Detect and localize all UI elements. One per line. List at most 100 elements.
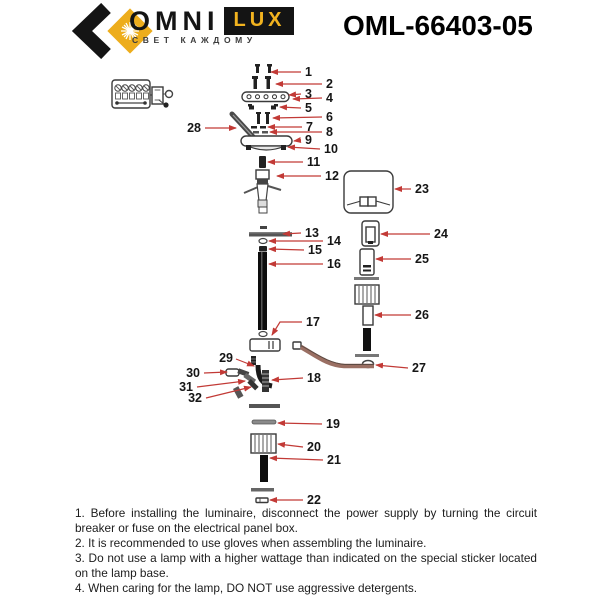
omnilux-logo-icon [71, 3, 153, 59]
leader-line-15 [268, 246, 305, 253]
part-13-bar [249, 226, 292, 237]
part-3-4-mounting-strap [241, 91, 290, 107]
part-label-10: 10 [324, 142, 338, 156]
leader-line-3 [288, 91, 302, 98]
part-15-cap [259, 246, 267, 252]
part-label-7: 7 [306, 120, 313, 134]
part-label-5: 5 [305, 101, 312, 115]
rod-end-nut [258, 330, 268, 338]
leader-line-31 [196, 378, 246, 388]
part-12-swivel-joint [243, 169, 282, 214]
instruction-4: 4. When caring for the lamp, DO NOT use … [75, 581, 418, 595]
part-19-pin [251, 419, 277, 425]
leader-line-10 [287, 144, 321, 151]
brand-tagline: СВЕТ КАЖДОМУ [132, 35, 257, 45]
part-label-12: 12 [325, 169, 339, 183]
disc-under-pipe [355, 354, 379, 357]
leader-line-18 [271, 376, 304, 383]
part-23-lampshade [343, 170, 394, 214]
model-number: OML-66403-05 [343, 10, 533, 41]
part-32-screw [233, 386, 244, 399]
part-label-28: 28 [187, 121, 201, 135]
leader-line-19 [277, 420, 323, 427]
leader-line-13 [282, 230, 302, 237]
part-14-nut [258, 237, 268, 245]
part-30-pin [225, 368, 240, 377]
leader-line-30 [203, 369, 228, 376]
part-label-25: 25 [415, 252, 429, 266]
part-label-3: 3 [305, 87, 312, 101]
part-label-2: 2 [326, 77, 333, 91]
part-label-9: 9 [305, 133, 312, 147]
part-27-curved-arm [292, 341, 374, 369]
part-label-30: 30 [186, 366, 200, 380]
knurled-finial [354, 284, 380, 305]
leader-line-32 [205, 385, 252, 399]
leader-line-4 [292, 95, 323, 102]
brand-word-omni: OMNI [129, 6, 220, 36]
leader-line-9 [293, 137, 302, 143]
part-24-socket-housing [361, 220, 380, 247]
part-label-15: 15 [308, 243, 322, 257]
part-label-32: 32 [188, 391, 202, 405]
instruction-2: 2. It is recommended to use gloves when … [75, 536, 427, 550]
part-label-21: 21 [327, 453, 341, 467]
part-label-1: 1 [305, 65, 312, 79]
part-label-22: 22 [307, 493, 321, 507]
part-label-17: 17 [306, 315, 320, 329]
instruction-1: 1. Before installing the luminaire, disc… [75, 506, 537, 535]
part-16-rod [258, 252, 267, 330]
part-10-square-nuts [246, 145, 286, 150]
part-label-8: 8 [326, 125, 333, 139]
part-label-23: 23 [415, 182, 429, 196]
part-label-19: 19 [326, 417, 340, 431]
leader-line-17 [271, 321, 302, 336]
part-20-knurled-cap [250, 433, 277, 454]
part-label-11: 11 [307, 155, 320, 169]
part-label-16: 16 [327, 257, 341, 271]
disc-under-socket [354, 277, 379, 280]
part-25-lamp-socket [359, 248, 375, 276]
part-label-31: 31 [179, 380, 193, 394]
part-label-13: 13 [305, 226, 319, 240]
logo-chevron [71, 3, 111, 59]
leader-line-21 [269, 455, 324, 462]
part-label-18: 18 [307, 371, 321, 385]
part-2-bolts [252, 76, 271, 89]
part-label-26: 26 [415, 308, 429, 322]
joint-assembly [225, 356, 273, 399]
part-18-knurled-rod [262, 370, 269, 392]
part-22-end-cap [255, 497, 269, 504]
leader-line-20 [277, 441, 304, 448]
instruction-3: 3. Do not use a lamp with a higher watta… [75, 551, 537, 580]
part-8-washers [253, 131, 268, 134]
part-label-20: 20 [307, 440, 321, 454]
part-1-screws [255, 64, 272, 73]
part-label-29: 29 [219, 351, 233, 365]
part-21-rod [260, 455, 268, 482]
logo-sunburst-icon [121, 22, 139, 40]
part-31-screw [247, 379, 259, 391]
part-label-24: 24 [434, 227, 448, 241]
instructions-block: 1. Before installing the luminaire, disc… [75, 506, 537, 596]
part-label-14: 14 [327, 234, 341, 248]
lower-bar [249, 404, 280, 408]
leader-line-27 [375, 362, 409, 369]
part-5-nuts [249, 105, 276, 110]
brand-badge-lux: LUX [223, 7, 294, 35]
part-label-27: 27 [412, 361, 426, 375]
part-11-coupler [259, 156, 266, 168]
part-17-coupler-sleeve [249, 338, 281, 352]
part-label-4: 4 [326, 91, 333, 105]
bottom-disc [251, 488, 274, 492]
part-7-washers [251, 126, 266, 129]
part-26-threaded-pipe [362, 305, 374, 351]
terminal-block [111, 79, 174, 109]
leader-line-5 [279, 104, 302, 111]
part-6-screws [256, 112, 270, 124]
part-label-6: 6 [326, 110, 333, 124]
